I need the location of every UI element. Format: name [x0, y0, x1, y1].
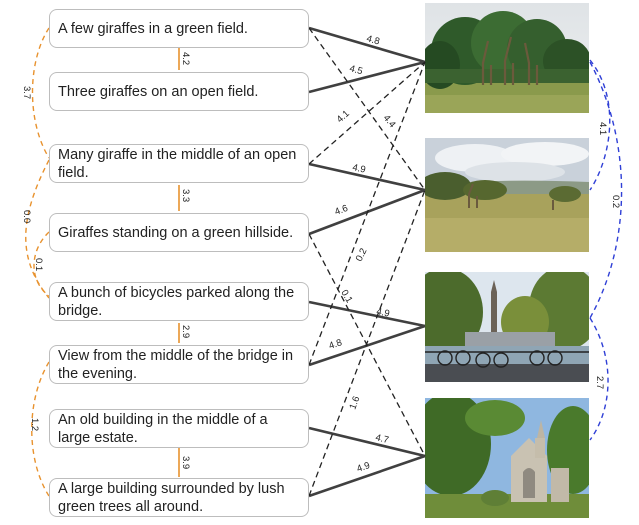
- photo-giraffes-hillside: [425, 138, 589, 252]
- unmatched-score: 4.4: [381, 113, 398, 130]
- caption-pair-score: 3.9: [180, 456, 191, 469]
- caption-text: An old building in the middle of a large…: [58, 411, 268, 446]
- matched-score: 4.9: [355, 460, 371, 475]
- unmatched-score: 0.2: [354, 247, 370, 264]
- image-arc-link: [589, 59, 611, 191]
- caption-text: Three giraffes on an open field.: [58, 83, 259, 100]
- image-arc-link: [589, 61, 623, 319]
- caption-arc-score: 1.2: [29, 418, 40, 431]
- unmatched-link: [308, 61, 426, 165]
- matched-link: [308, 426, 426, 458]
- photo-giraffes-field: [425, 3, 589, 113]
- caption-text: A bunch of bicycles parked along the bri…: [58, 284, 295, 319]
- caption-arc-link: [25, 159, 50, 299]
- unmatched-score: 1.6: [347, 395, 362, 411]
- caption-box-5: A bunch of bicycles parked along the bri…: [49, 282, 309, 321]
- image-arc-score: 4.1: [597, 122, 608, 135]
- matched-score: 4.8: [328, 337, 344, 352]
- caption-pair-score: 3.3: [180, 189, 191, 202]
- caption-box-4: Giraffes standing on a green hillside.: [49, 213, 309, 252]
- photo-old-church: [425, 398, 589, 518]
- unmatched-score: 0.1: [338, 288, 354, 305]
- caption-arc-score: 0.0: [21, 210, 32, 223]
- unmatched-link: [308, 189, 426, 497]
- matched-score: 4.8: [365, 33, 381, 47]
- matched-score: 4.6: [333, 203, 349, 218]
- caption-box-6: View from the middle of the bridge in th…: [49, 345, 309, 384]
- caption-box-7: An old building in the middle of a large…: [49, 409, 309, 448]
- caption-text: View from the middle of the bridge in th…: [58, 347, 294, 382]
- caption-arc-link: [33, 231, 50, 297]
- unmatched-link: [308, 27, 426, 191]
- photo-canal-bridge: [425, 272, 589, 382]
- caption-text: A large building surrounded by lush gree…: [58, 480, 285, 515]
- image-arc-score: 2.7: [594, 376, 605, 389]
- caption-box-3: Many giraffe in the middle of an open fi…: [49, 144, 309, 183]
- unmatched-score: 4.1: [335, 108, 352, 125]
- matched-score: 4.5: [348, 63, 364, 77]
- image-arc-score: 0.2: [610, 195, 621, 208]
- matched-score: 4.9: [351, 162, 366, 176]
- caption-arc-link: [31, 27, 50, 159]
- caption-text: Giraffes standing on a green hillside.: [58, 224, 294, 241]
- caption-arc-score: 0.1: [33, 258, 44, 271]
- caption-box-1: A few giraffes in a green field.: [49, 9, 309, 48]
- caption-box-8: A large building surrounded by lush gree…: [49, 478, 309, 517]
- unmatched-link: [308, 61, 426, 366]
- matched-link: [308, 26, 426, 64]
- caption-pair-score: 2.9: [180, 325, 191, 338]
- matched-link: [308, 60, 426, 94]
- matched-score: 4.9: [375, 306, 390, 320]
- caption-arc-score: 3.7: [21, 86, 32, 99]
- matched-link: [308, 162, 426, 192]
- caption-text: A few giraffes in a green field.: [58, 20, 248, 37]
- matched-link: [308, 454, 426, 498]
- matched-link: [308, 300, 426, 328]
- caption-box-2: Three giraffes on an open field.: [49, 72, 309, 111]
- unmatched-link: [308, 233, 426, 457]
- caption-text: Many giraffe in the middle of an open fi…: [58, 146, 297, 181]
- matched-score: 4.7: [374, 432, 389, 446]
- caption-pair-score: 4.2: [180, 52, 191, 65]
